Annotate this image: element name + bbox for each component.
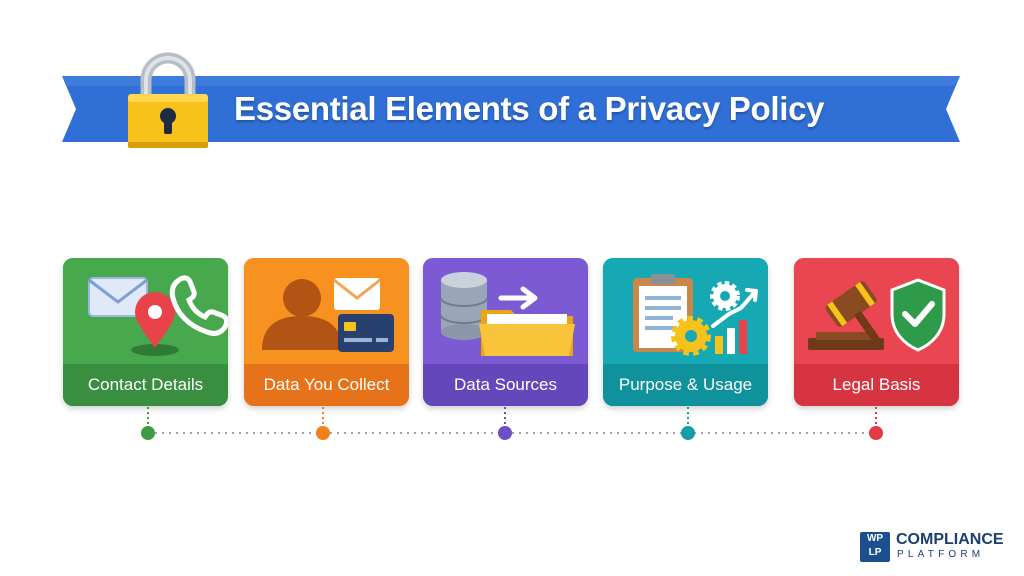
timeline-dot xyxy=(869,426,883,440)
compliance-platform-logo: WP LP COMPLIANCE PLATFORM xyxy=(860,531,1010,565)
card-data-sources: Data Sources xyxy=(423,258,588,406)
card-label: Legal Basis xyxy=(794,364,959,406)
card-label: Contact Details xyxy=(63,364,228,406)
padlock-icon xyxy=(120,52,216,152)
card-legal-basis: Legal Basis xyxy=(794,258,959,406)
credit-card-icon xyxy=(338,314,394,352)
person-icon xyxy=(262,279,342,350)
arrow-icon xyxy=(498,286,538,310)
card-purpose-usage: Purpose & Usage xyxy=(603,258,768,406)
database-icon xyxy=(440,272,488,340)
card-label: Purpose & Usage xyxy=(603,364,768,406)
logo-mark-top: WP xyxy=(866,533,884,544)
location-pin-icon xyxy=(131,292,179,356)
gear-icon xyxy=(671,281,740,356)
logo-mark: WP LP xyxy=(860,532,890,562)
card-data-you-collect: Data You Collect xyxy=(244,258,409,406)
shield-check-icon xyxy=(890,278,946,352)
timeline-dot xyxy=(498,426,512,440)
timeline-dot xyxy=(316,426,330,440)
growth-chart-icon xyxy=(711,288,758,354)
card-label: Data Sources xyxy=(423,364,588,406)
timeline-dot xyxy=(141,426,155,440)
folder-icon xyxy=(479,310,575,356)
phone-icon xyxy=(169,275,228,336)
title-banner: Essential Elements of a Privacy Policy xyxy=(62,76,960,142)
card-label: Data You Collect xyxy=(244,364,409,406)
card-contact-details: Contact Details xyxy=(63,258,228,406)
timeline-dot xyxy=(681,426,695,440)
timeline-connector xyxy=(141,407,883,440)
logo-name: COMPLIANCE xyxy=(896,531,1004,548)
logo-tagline: PLATFORM xyxy=(897,549,985,560)
gavel-icon xyxy=(808,281,884,350)
logo-mark-bottom: LP xyxy=(868,547,882,558)
envelope-icon xyxy=(333,278,381,310)
page-title: Essential Elements of a Privacy Policy xyxy=(234,90,825,127)
